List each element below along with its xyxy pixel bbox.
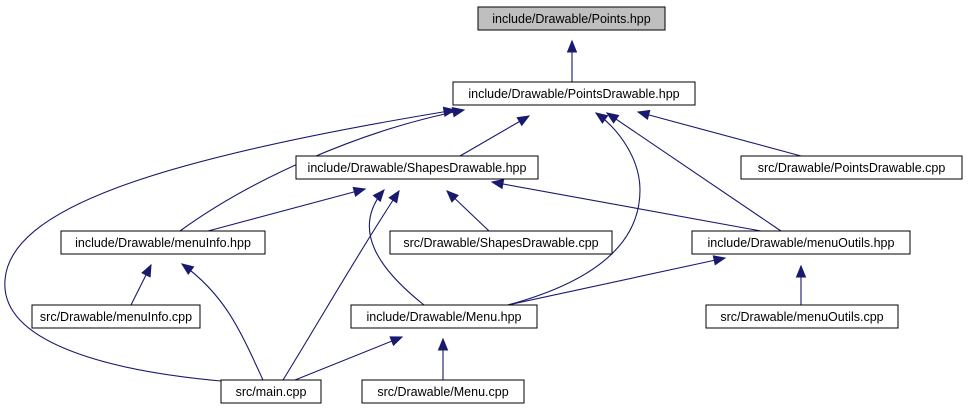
node-box [350, 304, 538, 329]
edge-menuoutils_hpp-to-shapes_drawable_hpp [490, 178, 762, 232]
node-label: src/Drawable/PointsDrawable.cpp [758, 161, 946, 175]
node-label: include/Drawable/PointsDrawable.hpp [468, 87, 679, 101]
edge-line [368, 189, 425, 306]
edge-shapes_drawable_hpp-to-points_drawable_hpp [459, 115, 531, 157]
edge-shapes_drawable_cpp-to-shapes_drawable_hpp [446, 190, 490, 232]
node-box [220, 379, 322, 404]
node-menuoutils-cpp[interactable]: src/Drawable/menuOutils.cpp [705, 304, 899, 329]
node-box [740, 155, 963, 180]
arrowhead [180, 263, 195, 275]
edge-points_drawable_cpp-to-points_drawable_hpp [636, 109, 802, 157]
node-points-hpp[interactable]: include/Drawable/Points.hpp [477, 6, 666, 31]
edge-line [507, 257, 726, 306]
arrowhead [636, 109, 651, 121]
edge-menuoutils_cpp-to-menuoutils_hpp [795, 264, 807, 305]
edge-line [491, 181, 762, 232]
edge-line [637, 111, 802, 157]
arrowhead [594, 112, 609, 124]
node-points-drawable-hpp[interactable]: include/Drawable/PointsDrawable.hpp [452, 81, 696, 106]
node-menuinfo-cpp[interactable]: src/Drawable/menuInfo.cpp [31, 304, 201, 329]
node-box [389, 230, 613, 255]
node-box [691, 230, 911, 255]
node-box [477, 6, 666, 31]
edge-line [294, 336, 403, 381]
node-label: src/Drawable/menuOutils.cpp [720, 310, 883, 324]
edge-line [606, 112, 782, 232]
arrowhead [446, 190, 459, 203]
node-menuinfo-hpp[interactable]: include/Drawable/menuInfo.hpp [60, 230, 266, 255]
arrowhead [389, 336, 404, 347]
arrowhead [490, 178, 505, 190]
node-main-cpp[interactable]: src/main.cpp [220, 379, 322, 404]
arrowhead [451, 107, 466, 118]
edge-main_cpp-to-menu_hpp [294, 336, 404, 381]
arrowhead [566, 39, 578, 53]
node-menu-cpp[interactable]: src/Drawable/Menu.cpp [361, 379, 525, 404]
node-box [60, 230, 266, 255]
edge-menu_hpp-to-shapes_drawable_hpp [368, 188, 425, 306]
node-label: src/Drawable/ShapesDrawable.cpp [403, 236, 598, 250]
arrowhead [442, 106, 457, 118]
node-box [361, 379, 525, 404]
node-label: src/Drawable/menuInfo.cpp [40, 310, 192, 324]
edge-menu_hpp-to-menuoutils_hpp [507, 255, 727, 306]
node-box [452, 81, 696, 106]
node-label: include/Drawable/ShapesDrawable.hpp [308, 161, 527, 175]
arrowhead [388, 189, 400, 204]
edge-line [207, 188, 366, 232]
node-label: include/Drawable/Points.hpp [492, 12, 650, 26]
arrowhead [141, 263, 152, 278]
edge-line [507, 112, 641, 306]
node-menuoutils-hpp[interactable]: include/Drawable/menuOutils.hpp [691, 230, 911, 255]
node-box [295, 155, 539, 180]
edge-menuinfo_cpp-to-menuinfo_hpp [130, 263, 152, 306]
arrowhead [516, 115, 531, 127]
edge-main_cpp-to-points_drawable_hpp [4, 106, 457, 382]
edge-line [282, 190, 400, 381]
node-shapes-drawable-cpp[interactable]: src/Drawable/ShapesDrawable.cpp [389, 230, 613, 255]
arrowhead [372, 188, 385, 203]
edge-menu_hpp-to-points_drawable_hpp [507, 112, 641, 306]
nodes-layer: include/Drawable/Points.hpp include/Draw… [31, 6, 963, 404]
edge-main_cpp-to-shapes_drawable_hpp [282, 189, 400, 381]
node-menu-hpp[interactable]: include/Drawable/Menu.hpp [350, 304, 538, 329]
edge-line [459, 115, 530, 157]
node-label: src/Drawable/Menu.cpp [377, 385, 508, 399]
edge-menuoutils_hpp-to-points_drawable_hpp [605, 112, 782, 232]
node-label: include/Drawable/Menu.hpp [367, 310, 522, 324]
arrowhead [712, 255, 727, 266]
node-points-drawable-cpp[interactable]: src/Drawable/PointsDrawable.cpp [740, 155, 963, 180]
node-shapes-drawable-hpp[interactable]: include/Drawable/ShapesDrawable.hpp [295, 155, 539, 180]
edges-layer [4, 39, 807, 382]
node-label: src/main.cpp [236, 385, 307, 399]
edge-main_cpp-to-menuinfo_hpp [180, 263, 264, 381]
arrowhead [795, 264, 807, 278]
node-box [31, 304, 201, 329]
node-label: include/Drawable/menuOutils.hpp [708, 236, 895, 250]
node-label: include/Drawable/menuInfo.hpp [75, 236, 251, 250]
arrowhead [605, 112, 620, 124]
edge-points_drawable_hpp-to-points_hpp [566, 39, 578, 82]
edge-line [4, 109, 456, 382]
edge-menu_cpp-to-menu_hpp [437, 337, 449, 380]
arrowhead [352, 186, 367, 198]
edge-line [181, 263, 264, 381]
node-box [705, 304, 899, 329]
arrowhead [437, 337, 449, 351]
edge-menuinfo_hpp-to-shapes_drawable_hpp [207, 186, 367, 232]
